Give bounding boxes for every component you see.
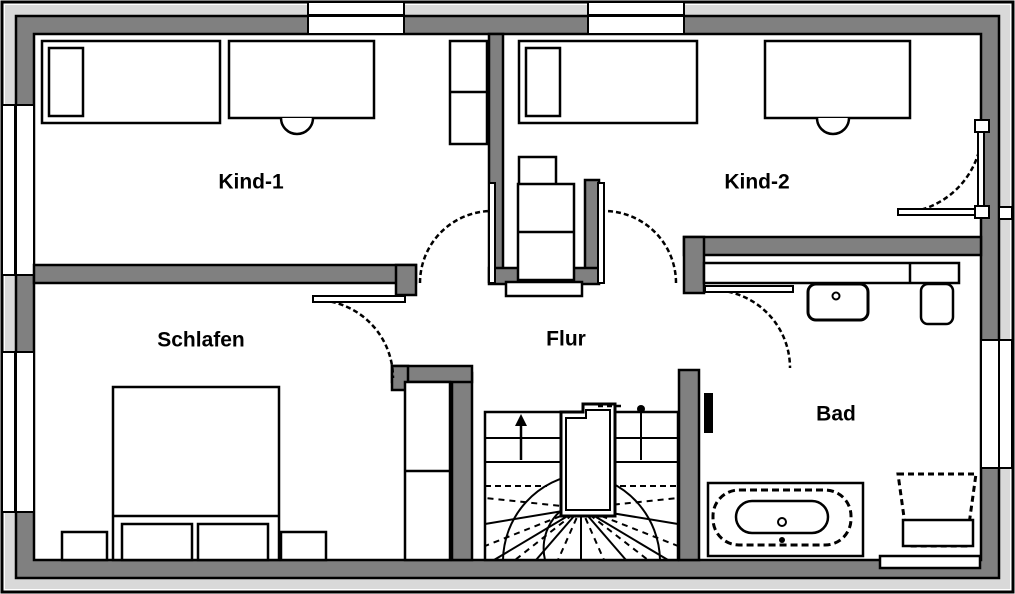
wardrobe-kind1 (448, 39, 489, 146)
interior-wall-kind1-schlafen (32, 263, 418, 297)
interior-wall-kind2-bad (682, 235, 983, 295)
desk-kind1 (227, 39, 376, 136)
bad-counter (702, 261, 961, 285)
chair-kind1 (279, 117, 315, 136)
washbasin (806, 282, 870, 322)
interior-wall-flur-bad (677, 368, 701, 562)
double-bed-schlafen (111, 385, 281, 562)
door-bad (704, 285, 794, 433)
interior-wall-schlafen-stairs (390, 364, 474, 562)
bed-kind2 (517, 39, 699, 125)
bed-kind1 (40, 39, 222, 125)
door-kind1 (418, 182, 496, 284)
door-entry-kind2-right (897, 119, 990, 219)
room-label-schlafen: Schlafen (157, 329, 245, 352)
window-top-right (587, 1, 685, 35)
bathtub (706, 481, 865, 558)
wardrobe-schlafen (403, 380, 452, 562)
room-label-kind2: Kind-2 (724, 171, 789, 194)
window-left-lower (1, 351, 35, 513)
pillow-left (120, 522, 194, 562)
room-label-kind1: Kind-1 (218, 171, 284, 194)
staircase (483, 402, 680, 562)
window-right-lower (980, 339, 1013, 469)
interior-wall-center-upper-right (583, 178, 601, 284)
room-label-bad: Bad (816, 403, 856, 426)
nightstand-right (279, 530, 328, 562)
window-right-upper (998, 206, 1013, 220)
window-top-left (307, 1, 405, 35)
window-left-upper (1, 104, 35, 276)
pillow-right (196, 522, 270, 562)
stairs-up-arrow-head (515, 414, 527, 426)
central-closet (504, 182, 584, 298)
room-label-flur: Flur (546, 328, 586, 351)
nightstand-left (60, 530, 109, 562)
shower (878, 472, 982, 570)
door-kind2 (597, 182, 678, 284)
chair-kind2 (815, 117, 851, 136)
toilet (919, 282, 955, 326)
door-schlafen (312, 295, 406, 379)
desk-kind2 (763, 39, 912, 136)
